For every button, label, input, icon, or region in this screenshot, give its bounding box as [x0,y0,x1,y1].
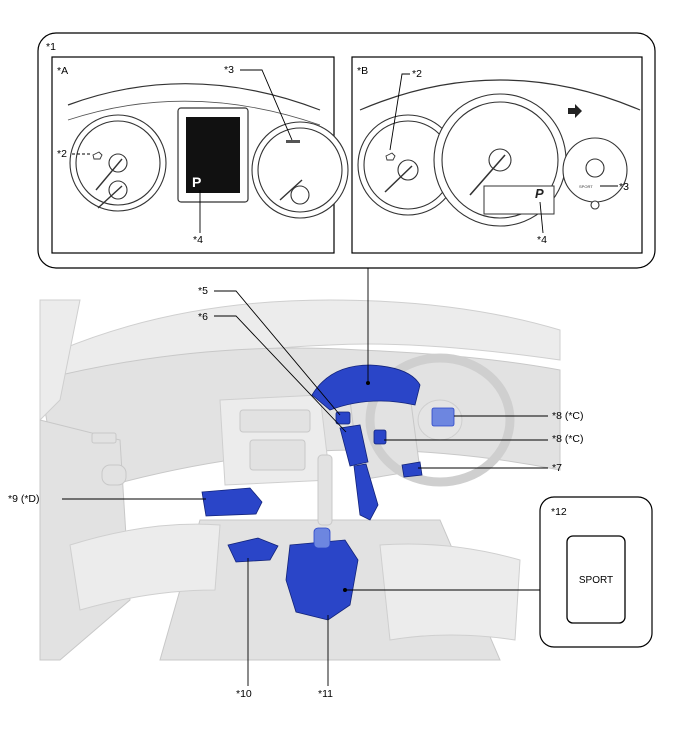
display-gear-a: P [192,174,201,190]
indicator-icon-b [385,152,396,161]
combination-meter [311,364,421,411]
view-b-callout-2: *2 [412,68,422,80]
part-10 [227,537,279,563]
view-b-label: *B [357,65,368,77]
view-b-callout-4: *4 [537,234,547,246]
part-11 [285,539,359,621]
callout-10: *10 [236,688,252,700]
sport-indicator-a [286,140,300,143]
view-a-callout-2: *2 [57,148,67,160]
view-a-label: *A [57,65,68,77]
callout-9: *9 (*D) [8,493,40,505]
multi-display-a [186,117,240,193]
sport-switch-text: SPORT [579,575,613,586]
callout-5: *5 [198,285,208,297]
callout-8-lower: *8 (*C) [552,433,584,445]
view-a-callout-3: *3 [224,64,234,76]
view-b-callout-3: *3 [619,181,629,193]
indicator-icon [92,151,103,160]
view-a-cluster: P [67,83,349,219]
display-gear-b: P [535,186,544,201]
part-8-upper [431,407,455,427]
callout-7: *7 [552,462,562,474]
highlighted-parts [201,364,455,621]
view-a-callout-4: *4 [193,234,203,246]
callout-8-upper: *8 (*C) [552,410,584,422]
turn-signal-icon [568,104,582,118]
part-5 [335,411,351,425]
view-b-cluster: P SPORT [357,79,641,227]
sport-switch [566,535,626,624]
main-box-label: *1 [46,41,56,53]
part-11-knob [313,527,331,549]
part-8-lower [373,429,387,445]
part-6 [339,424,369,467]
callout-11: *11 [318,688,333,700]
callout-6: *6 [198,311,208,323]
part-7 [401,461,423,478]
sport-indicator-b: SPORT [579,184,593,189]
part-9 [201,487,263,517]
column-harness [353,463,379,521]
inset-12-label: *12 [551,506,567,518]
